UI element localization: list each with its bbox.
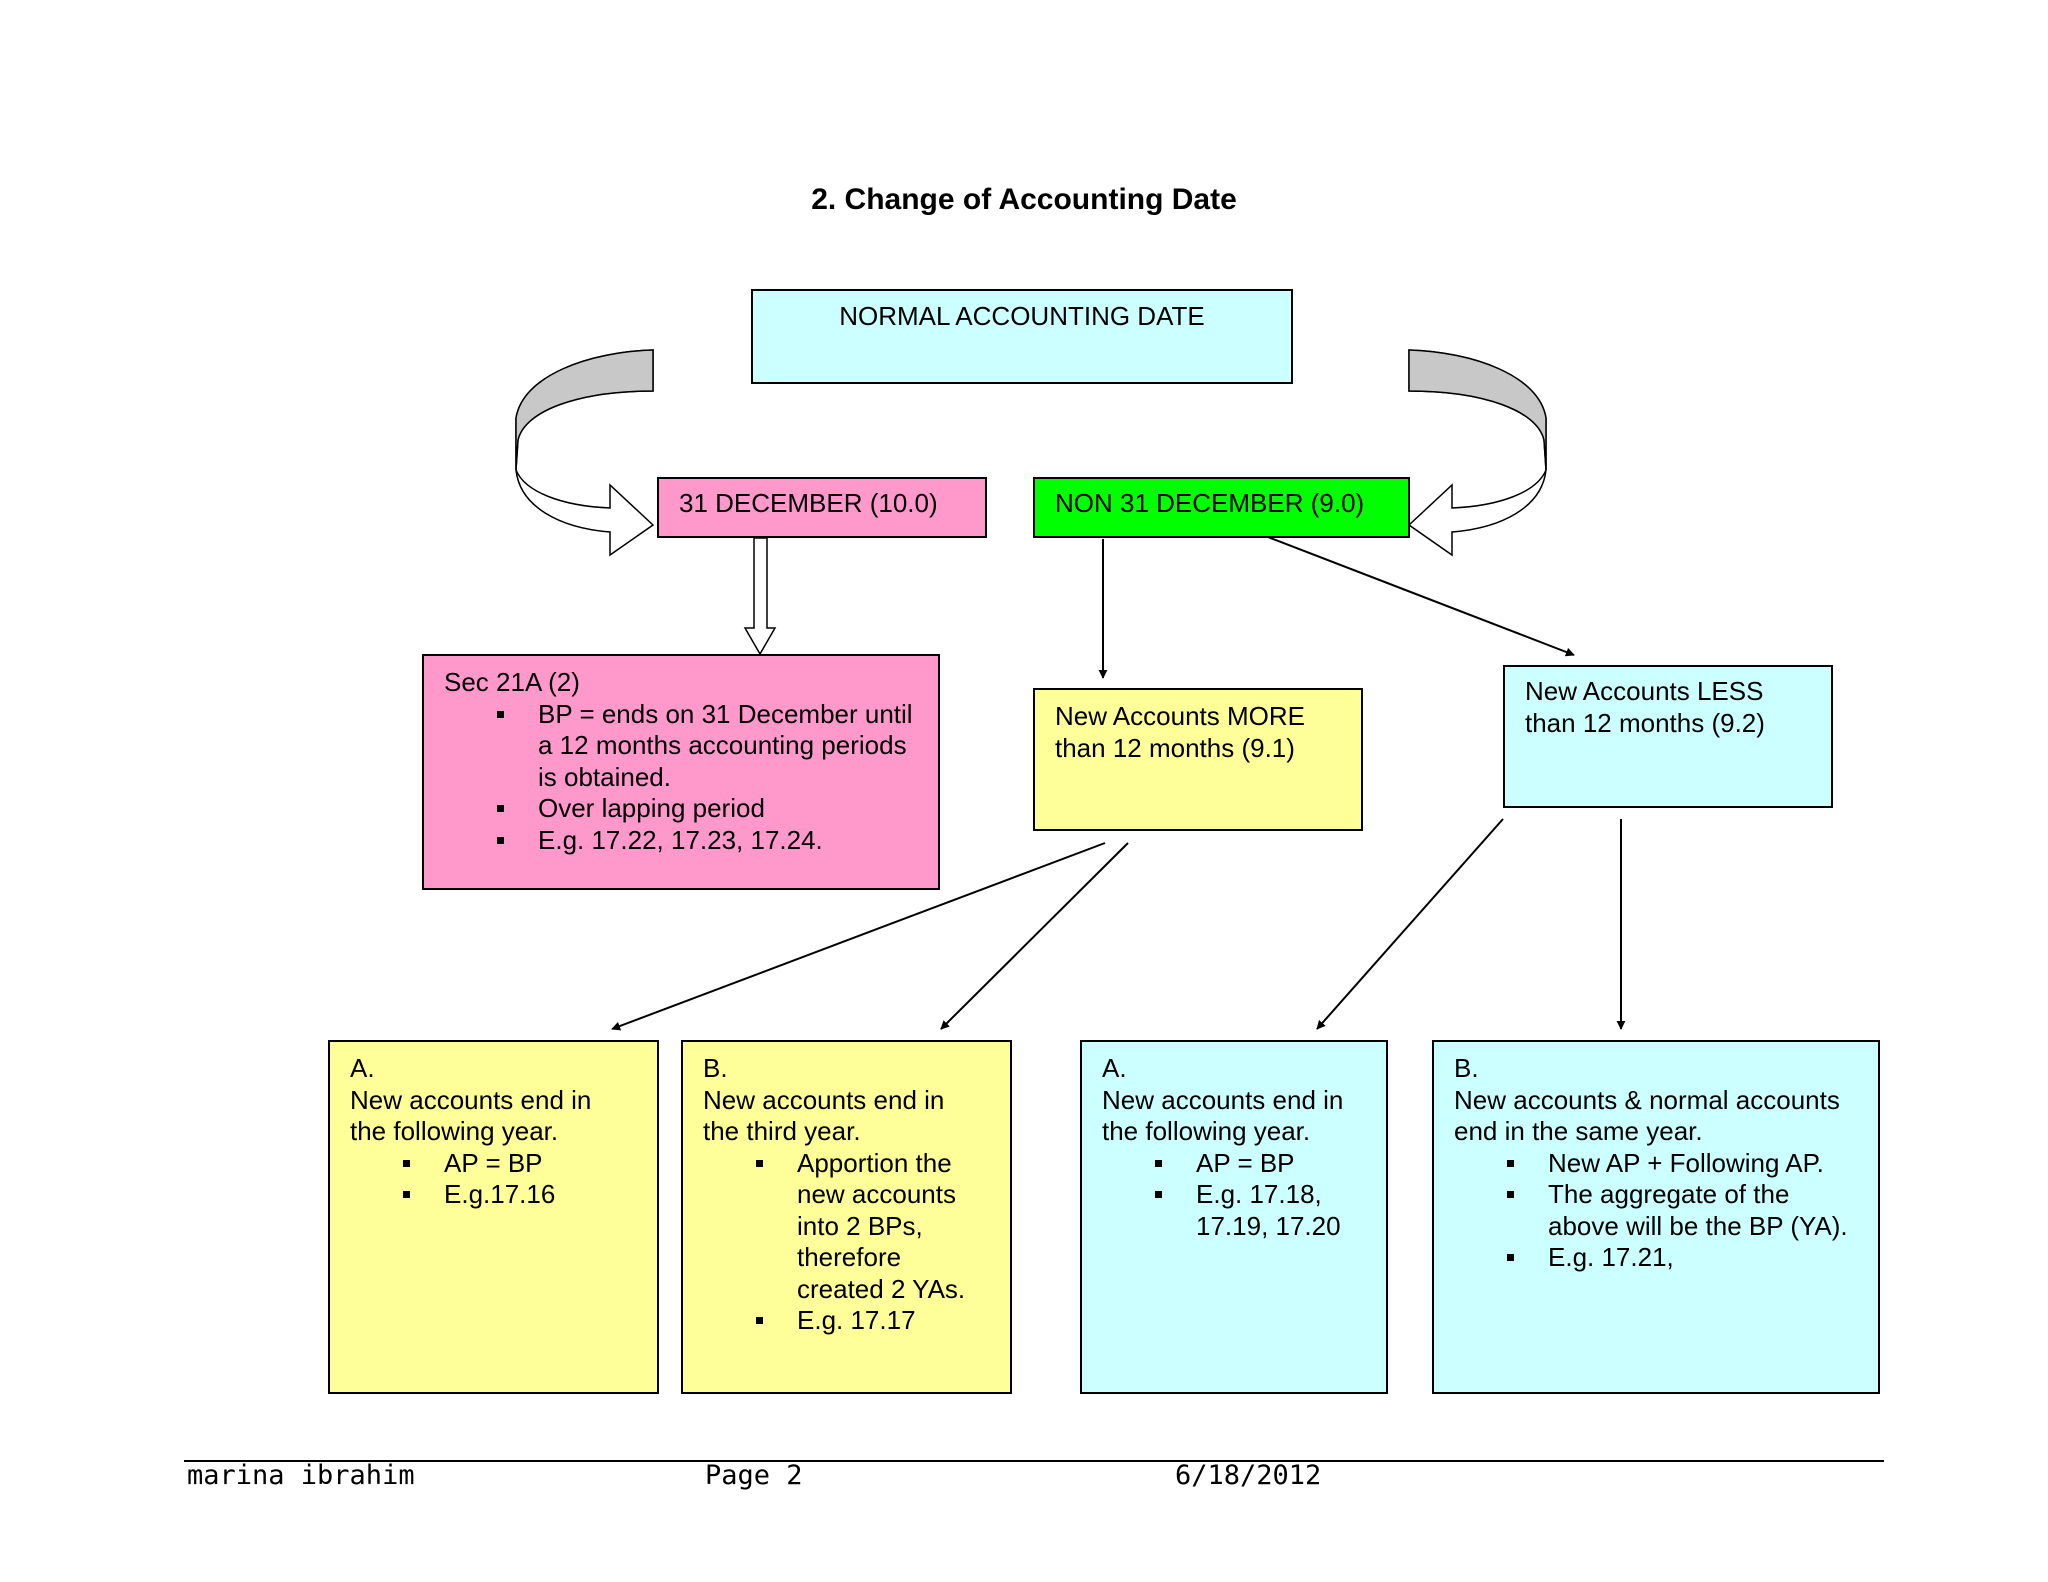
- page-title: 2. Change of Accounting Date: [811, 183, 1237, 216]
- hollow-arrow-down: [743, 537, 777, 656]
- bullet-list: AP = BP E.g. 17.18, 17.19, 17.20: [1155, 1148, 1366, 1243]
- list-item: Over lapping period: [497, 793, 918, 825]
- node-label: 31 DECEMBER (10.0): [679, 488, 938, 518]
- node-letter: A.: [350, 1053, 375, 1083]
- node-line: end in the same year.: [1454, 1116, 1703, 1146]
- list-item: E.g. 17.17: [756, 1305, 987, 1337]
- arrow-less-to-lessA: [1316, 818, 1504, 1030]
- bullet-list: New AP + Following AP. The aggregate of …: [1507, 1148, 1858, 1274]
- arrow-more-to-moreA: [611, 842, 1106, 1031]
- node-more-b: B. New accounts end in the third year. A…: [681, 1040, 1012, 1394]
- footer-page-number: Page 2: [705, 1460, 803, 1491]
- node-line: the third year.: [703, 1116, 861, 1146]
- list-item: The aggregate of the above will be the B…: [1507, 1179, 1858, 1242]
- node-line: than 12 months (9.1): [1055, 732, 1295, 763]
- node-less-a: A. New accounts end in the following yea…: [1080, 1040, 1388, 1394]
- list-item: E.g. 17.18, 17.19, 17.20: [1155, 1179, 1366, 1242]
- list-item: E.g.17.16: [403, 1179, 634, 1211]
- node-normal-accounting-date: NORMAL ACCOUNTING DATE: [751, 289, 1293, 384]
- bullet-list: Apportion the new accounts into 2 BPs, t…: [756, 1148, 987, 1337]
- node-sec-21a: Sec 21A (2) BP = ends on 31 December unt…: [422, 654, 940, 890]
- node-line: the following year.: [1102, 1116, 1311, 1146]
- list-item: New AP + Following AP.: [1507, 1148, 1858, 1180]
- node-31-december: 31 DECEMBER (10.0): [657, 477, 987, 538]
- list-item: AP = BP: [403, 1148, 634, 1180]
- curved-arrow-right-band: [1408, 349, 1547, 471]
- node-new-accounts-more: New Accounts MORE than 12 months (9.1): [1033, 688, 1363, 831]
- node-line: New accounts & normal accounts: [1454, 1084, 1840, 1115]
- bullet-list: AP = BP E.g.17.16: [403, 1148, 634, 1211]
- node-line: New Accounts MORE: [1055, 701, 1305, 731]
- list-item: AP = BP: [1155, 1148, 1366, 1180]
- list-item: E.g. 17.21,: [1507, 1242, 1858, 1274]
- node-letter: A.: [1102, 1053, 1127, 1083]
- node-letter: B.: [1454, 1053, 1479, 1083]
- node-new-accounts-less: New Accounts LESS than 12 months (9.2): [1503, 665, 1833, 808]
- bullet-list: BP = ends on 31 December until a 12 mont…: [497, 699, 918, 857]
- node-line: New accounts end in: [1102, 1084, 1344, 1115]
- list-item: BP = ends on 31 December until a 12 mont…: [497, 699, 918, 794]
- node-label: NORMAL ACCOUNTING DATE: [839, 301, 1205, 331]
- node-non-31-december: NON 31 DECEMBER (9.0): [1033, 477, 1410, 538]
- list-item: E.g. 17.22, 17.23, 17.24.: [497, 825, 918, 857]
- node-heading: Sec 21A (2): [444, 667, 580, 697]
- footer-date: 6/18/2012: [1175, 1460, 1322, 1491]
- node-more-a: A. New accounts end in the following yea…: [328, 1040, 659, 1394]
- curved-arrow-left-band: [515, 349, 654, 471]
- node-less-b: B. New accounts & normal accounts end in…: [1432, 1040, 1880, 1394]
- node-label: NON 31 DECEMBER (9.0): [1055, 488, 1365, 518]
- arrow-more-to-moreB: [940, 842, 1129, 1030]
- node-line: New Accounts LESS: [1525, 676, 1764, 706]
- footer-author: marina ibrahim: [187, 1460, 415, 1491]
- node-letter: B.: [703, 1053, 728, 1083]
- list-item: Apportion the new accounts into 2 BPs, t…: [756, 1148, 987, 1306]
- node-line: New accounts end in: [703, 1084, 945, 1115]
- node-line: than 12 months (9.2): [1525, 707, 1765, 738]
- arrow-non31-to-less: [1267, 536, 1575, 657]
- node-line: the following year.: [350, 1116, 559, 1146]
- node-line: New accounts end in: [350, 1084, 592, 1115]
